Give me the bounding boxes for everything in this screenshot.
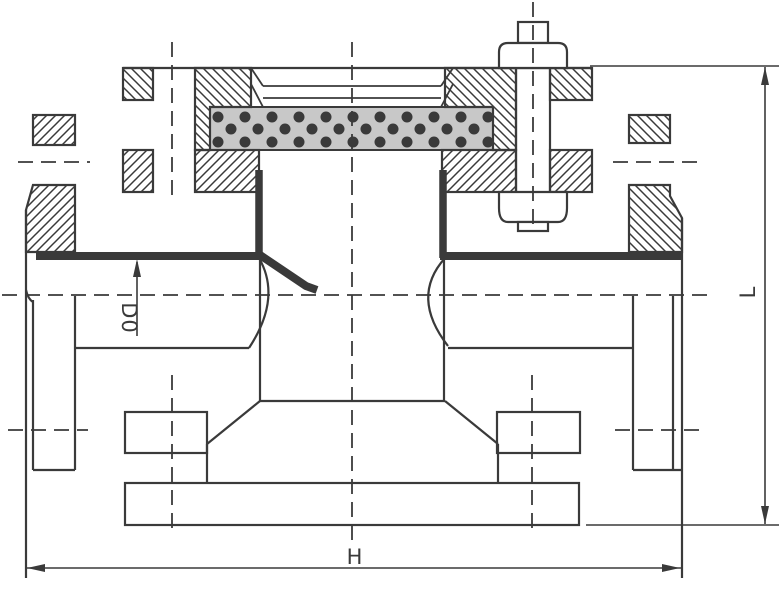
cover-stud-bolt bbox=[497, 20, 569, 233]
valve-body bbox=[75, 257, 633, 527]
left-pipe-flange bbox=[24, 113, 77, 578]
l-arrow-down bbox=[761, 506, 769, 524]
l-label: L bbox=[736, 286, 760, 299]
right-pipe-flange bbox=[627, 113, 684, 578]
h-arrow-left bbox=[27, 564, 45, 572]
h-label: H bbox=[347, 545, 364, 569]
bottom-nut bbox=[497, 190, 569, 224]
d0-arrow-up bbox=[133, 259, 141, 277]
l-arrow-up bbox=[761, 67, 769, 85]
deflector-vane bbox=[257, 251, 319, 294]
dimension-d0: D0 bbox=[117, 259, 141, 336]
bottom-flange-ear-right bbox=[495, 410, 582, 455]
centerlines bbox=[2, 2, 715, 540]
dimension-h: H bbox=[26, 545, 681, 572]
seat-partition bbox=[36, 170, 682, 294]
bottom-flange-ear-left bbox=[123, 410, 209, 455]
top-cover-assembly bbox=[121, 66, 594, 194]
bore-arc-right bbox=[427, 257, 449, 347]
dimension-l: L bbox=[586, 65, 779, 526]
h-arrow-right bbox=[662, 564, 680, 572]
d0-label: D0 bbox=[117, 302, 141, 334]
bore-arc-left bbox=[248, 257, 270, 349]
